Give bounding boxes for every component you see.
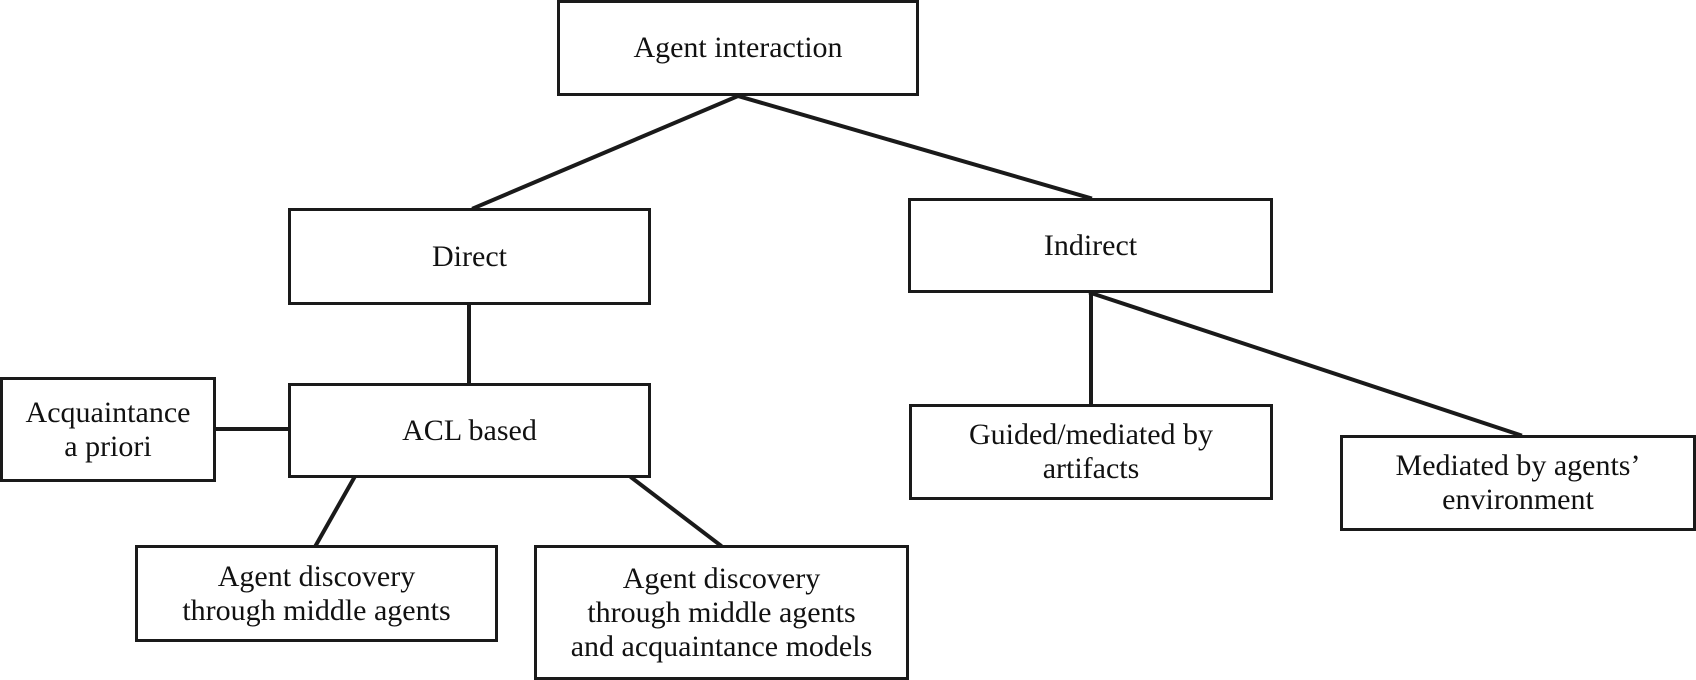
edge-acl-discovery-middle: [313, 475, 357, 548]
node-label: Guided/mediated by artifacts: [968, 418, 1214, 485]
node-label: Mediated by agents’ environment: [1395, 449, 1641, 516]
edge-acl-discovery-middle-acq: [629, 475, 723, 548]
node-discovery-middle-agents: Agent discovery through middle agents: [135, 545, 498, 642]
node-label: ACL based: [402, 413, 537, 447]
node-indirect: Indirect: [908, 198, 1273, 293]
node-label: Indirect: [1043, 228, 1138, 262]
edge-indirect-mediated-env: [1088, 290, 1523, 438]
node-guided-artifacts: Guided/mediated by artifacts: [909, 404, 1273, 500]
node-mediated-environment: Mediated by agents’ environment: [1340, 435, 1696, 531]
node-agent-interaction: Agent interaction: [557, 0, 919, 96]
edge-root-indirect: [735, 93, 1093, 201]
node-discovery-middle-acquaintance: Agent discovery through middle agents an…: [534, 545, 909, 680]
edge-root-direct: [471, 93, 741, 211]
node-acl-based: ACL based: [288, 383, 651, 478]
node-label: Agent interaction: [633, 31, 843, 64]
node-label: Agent discovery through middle agents: [182, 559, 451, 627]
node-label: Direct: [432, 239, 507, 273]
node-label: Acquaintance a priori: [25, 395, 191, 463]
node-direct: Direct: [288, 208, 651, 305]
node-acquaintance-a-priori: Acquaintance a priori: [0, 377, 216, 482]
node-label: Agent discovery through middle agents an…: [570, 561, 873, 663]
